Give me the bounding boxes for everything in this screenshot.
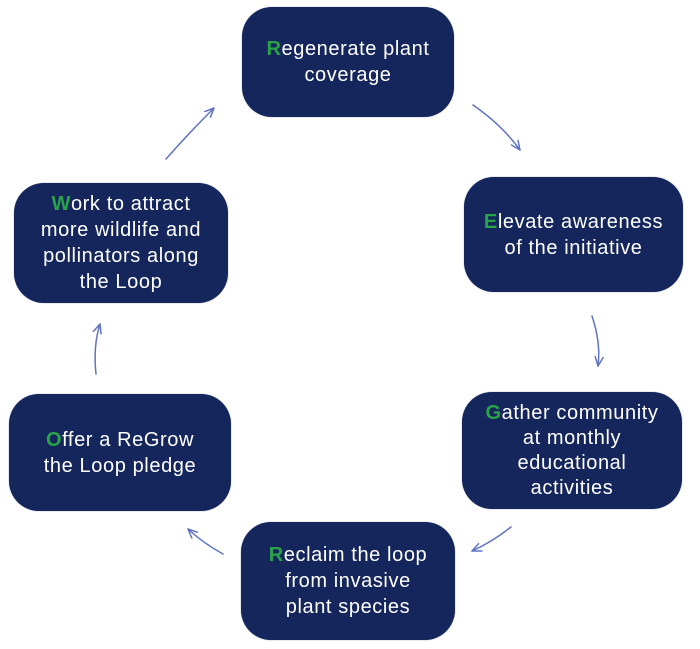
- step-text-line: the Loop: [79, 271, 163, 293]
- arrow-reclaim-to-offer: [187, 528, 224, 555]
- step-text-line: Work to attract: [51, 191, 190, 217]
- step-text-line: Elevate awareness: [484, 209, 663, 235]
- step-box-elevate: Elevate awareness of the initiative: [464, 177, 683, 292]
- step-box-regenerate: Regenerate plant coverage: [242, 7, 454, 117]
- lead-letter: G: [485, 401, 502, 424]
- arrow-gather-to-reclaim: [471, 526, 512, 552]
- lead-letter: W: [51, 193, 71, 215]
- step-box-offer: Offer a ReGrow the Loop pledge: [9, 394, 231, 511]
- step-text: ork to attract: [70, 193, 191, 215]
- step-text-line: at monthly: [522, 426, 622, 449]
- step-text-line: of the initiative: [504, 236, 643, 259]
- step-text-line: coverage: [304, 64, 392, 86]
- step-text-line: the Loop pledge: [43, 454, 197, 477]
- step-text-line: pollinators along: [43, 245, 199, 267]
- lead-letter: O: [45, 428, 63, 451]
- step-text-line: more wildlife and: [40, 219, 202, 241]
- step-text: eclaim the loop: [283, 544, 428, 566]
- step-text-line: Reclaim the loop: [269, 542, 428, 568]
- step-text: egenerate plant: [281, 38, 430, 60]
- step-text-line: plant species: [285, 596, 411, 618]
- lead-letter: R: [268, 544, 284, 566]
- step-box-reclaim: Reclaim the loop from invasive plant spe…: [241, 522, 455, 640]
- step-text-line: Offer a ReGrow: [46, 427, 194, 453]
- step-text-line: educational: [517, 451, 627, 474]
- lead-letter: E: [483, 210, 498, 233]
- step-text-line: activities: [530, 476, 614, 499]
- arrow-regenerate-to-elevate: [472, 104, 521, 151]
- step-text: levate awareness: [497, 210, 664, 233]
- step-text-line: Gather community: [485, 401, 658, 426]
- step-box-gather: Gather community at monthly educational …: [462, 392, 682, 509]
- step-text-line: from invasive: [285, 570, 411, 592]
- step-text: ffer a ReGrow: [62, 428, 195, 451]
- arrow-work-to-regenerate: [165, 107, 215, 160]
- arrow-elevate-to-gather: [591, 315, 604, 367]
- lead-letter: R: [266, 38, 282, 60]
- step-text-line: Regenerate plant: [266, 36, 429, 62]
- arrow-offer-to-work: [92, 323, 102, 375]
- step-box-work: Work to attract more wildlife and pollin…: [14, 183, 228, 303]
- step-text: ather community: [501, 401, 659, 424]
